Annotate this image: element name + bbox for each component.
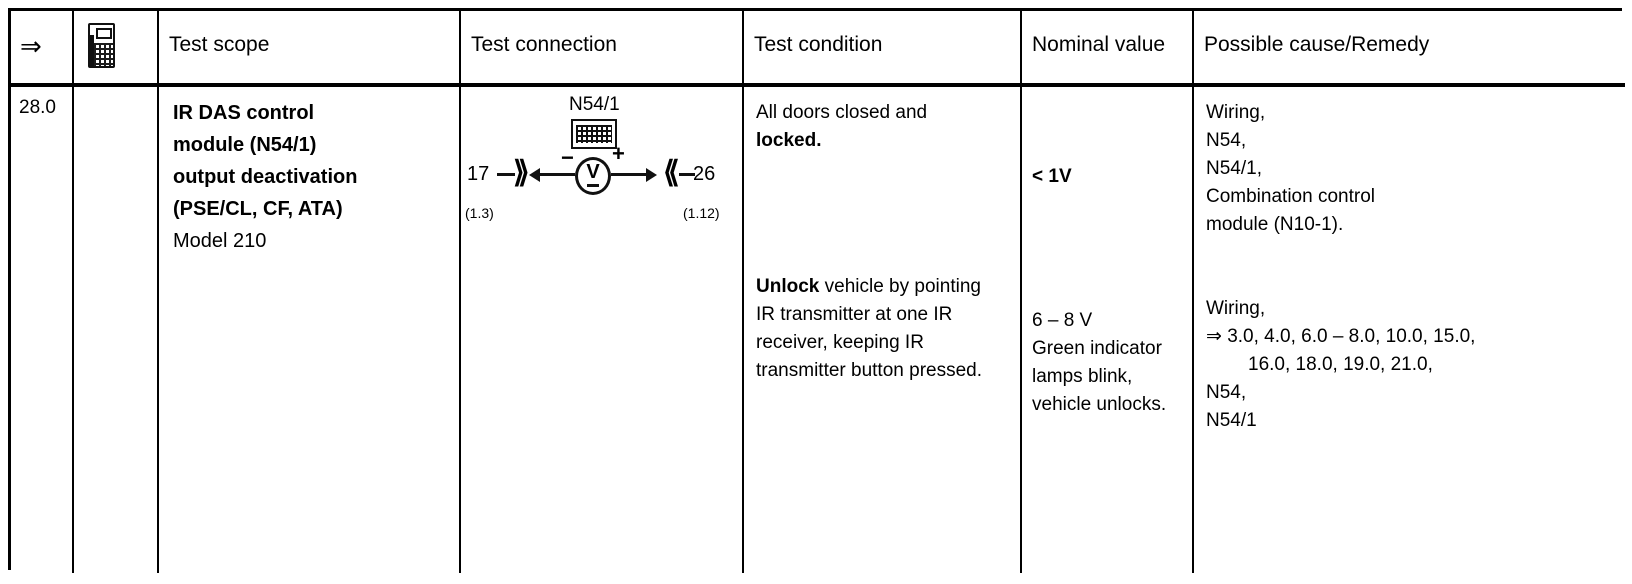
condition-2-bold-lead: Unlock (756, 276, 820, 297)
column-header-test-connection-label: Test connection (471, 33, 617, 56)
connector-socket-icon (571, 119, 617, 149)
nominal-2-line-2: Green indicator (1032, 338, 1162, 359)
voltmeter-dc-bar-icon (587, 184, 599, 187)
column-header-possible-cause-remedy: Possible cause/Remedy (1192, 11, 1625, 87)
cell-reference-number: 28.0 (11, 85, 74, 573)
spec-table-container: ⇒ Test scope Test connection (8, 8, 1625, 573)
tester-keypad-icon (94, 43, 113, 66)
test-scope-text: IR DAS control module (N54/1) output dea… (159, 87, 459, 257)
remedy-2-xref-line-1: ⇒ 3.0, 4.0, 6.0 – 8.0, 10.0, 15.0, (1206, 323, 1619, 351)
column-header-test-condition-label: Test condition (754, 33, 883, 56)
handheld-tester-icon (88, 23, 115, 68)
cell-nominal-value: < 1V 6 – 8 V Green indicator lamps blink… (1020, 85, 1194, 573)
remedy-1-line-3: N54/1, (1206, 158, 1262, 179)
tester-icon-wrapper (74, 11, 157, 68)
column-header-test-scope-label: Test scope (169, 33, 270, 56)
remedy-2-line-5: N54/1 (1206, 410, 1257, 431)
column-header-test-connection: Test connection (459, 11, 744, 87)
test-scope-line-1: IR DAS control (173, 102, 315, 124)
probe-arrow-left-icon (529, 168, 575, 182)
test-condition-block-2: Unlock vehicle by pointing IR transmitte… (756, 273, 1014, 385)
test-connection-diagram: N54/1 17 (1.3) ⟫ − V (461, 87, 744, 257)
test-condition-text: All doors closed and locked. Unlock vehi… (744, 87, 1020, 385)
nominal-2-value: 6 – 8 V (1032, 310, 1093, 331)
reference-arrow-icon: ⇒ (20, 31, 42, 61)
voltmeter-icon: V (575, 157, 611, 195)
column-header-test-scope: Test scope (157, 11, 461, 87)
nominal-block-2: 6 – 8 V Green indicator lamps blink, veh… (1032, 307, 1188, 419)
test-condition-block-1: All doors closed and locked. (756, 99, 1014, 155)
pin-reference-right: (1.12) (683, 205, 720, 221)
nominal-1-value: < 1V (1032, 166, 1072, 187)
connector-module-label: N54/1 (569, 94, 620, 115)
column-header-tester (72, 11, 159, 87)
cross-reference-values-2: 16.0, 18.0, 19.0, 21.0, (1248, 354, 1433, 375)
test-specification-table: ⇒ Test scope Test connection (11, 11, 1625, 573)
lead-line-right (679, 173, 695, 176)
possible-cause-remedy-text: Wiring, N54, N54/1, Combination control … (1194, 87, 1625, 435)
remedy-1-line-2: N54, (1206, 130, 1247, 151)
column-header-nominal-value-label: Nominal value (1032, 33, 1166, 56)
remedy-block-2: Wiring, ⇒ 3.0, 4.0, 6.0 – 8.0, 10.0, 15.… (1206, 295, 1619, 435)
condition-1-line-2: locked. (756, 130, 822, 151)
column-header-nominal-value: Nominal value (1020, 11, 1194, 87)
condition-2-line-3: receiver, keeping IR (756, 332, 924, 353)
column-header-reference: ⇒ (11, 11, 74, 87)
cell-test-connection: N54/1 17 (1.3) ⟫ − V (459, 85, 744, 573)
condition-1-line-1: All doors closed and (756, 102, 928, 123)
remedy-block-1: Wiring, N54, N54/1, Combination control … (1206, 99, 1619, 239)
connector-pins-icon (576, 125, 612, 143)
polarity-positive-sign: + (612, 141, 625, 166)
condition-2-line-4: transmitter button pressed. (756, 360, 982, 381)
reference-number: 28.0 (19, 97, 56, 118)
connector-open-right-icon: ⟪ (663, 156, 680, 189)
tester-screen-icon (96, 28, 112, 39)
condition-2-line-1-rest: vehicle by pointing (819, 276, 981, 297)
test-scope-line-4: (PSE/CL, CF, ATA) (173, 198, 343, 220)
cross-reference-arrow-icon: ⇒ (1206, 326, 1222, 347)
nominal-value-text: < 1V 6 – 8 V Green indicator lamps blink… (1022, 87, 1192, 419)
remedy-2-line-4: N54, (1206, 382, 1247, 403)
cell-possible-cause-remedy: Wiring, N54, N54/1, Combination control … (1192, 85, 1625, 573)
column-header-possible-cause-remedy-label: Possible cause/Remedy (1204, 33, 1430, 56)
remedy-2-line-1: Wiring, (1206, 298, 1266, 319)
probe-arrow-right-icon (611, 168, 657, 182)
pin-number-left: 17 (467, 163, 490, 185)
polarity-negative-sign: − (561, 145, 574, 170)
condition-2-line-2: IR transmitter at one IR (756, 304, 953, 325)
cell-tester-marker (72, 85, 159, 573)
nominal-2-line-3: lamps blink, (1032, 366, 1133, 387)
test-scope-line-2: module (N54/1) (173, 134, 317, 156)
tester-side-strip (90, 35, 94, 66)
remedy-1-line-4: Combination control (1206, 186, 1375, 207)
column-header-test-condition: Test condition (742, 11, 1022, 87)
test-scope-line-3: output deactivation (173, 166, 358, 188)
pin-number-right: 26 (693, 163, 716, 185)
voltmeter-letter: V (586, 161, 600, 183)
lead-line-left (497, 173, 515, 176)
nominal-2-line-4: vehicle unlocks. (1032, 394, 1167, 415)
cell-test-condition: All doors closed and locked. Unlock vehi… (742, 85, 1022, 573)
nominal-block-1: < 1V (1032, 163, 1188, 191)
table-header-row: ⇒ Test scope Test connection (11, 11, 1625, 87)
remedy-1-line-5: module (N10-1). (1206, 214, 1344, 235)
remedy-1-line-1: Wiring, (1206, 102, 1266, 123)
pin-reference-left: (1.3) (465, 205, 494, 221)
condition-2-line-1: Unlock vehicle by pointing (756, 273, 1014, 301)
test-scope-line-5: Model 210 (173, 230, 267, 252)
cross-reference-values-1: 3.0, 4.0, 6.0 – 8.0, 10.0, 15.0, (1221, 326, 1476, 347)
table-row: 28.0 IR DAS control module (N54/1) outpu… (11, 85, 1625, 573)
cell-test-scope: IR DAS control module (N54/1) output dea… (157, 85, 461, 573)
connector-open-left-icon: ⟫ (513, 156, 530, 189)
